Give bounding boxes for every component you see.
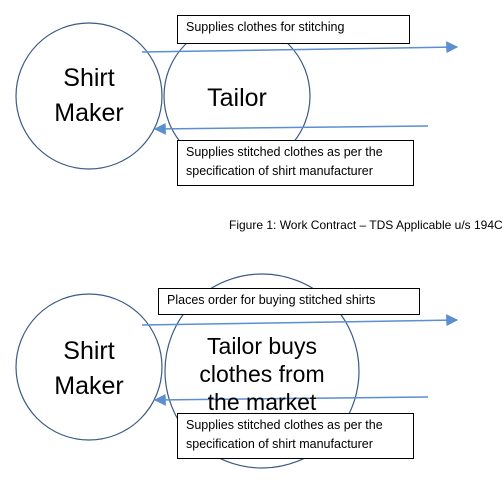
shirt-maker-label-1: Shirt Maker: [29, 61, 149, 131]
tailor-circle-2: [164, 273, 360, 469]
figure-caption: Figure 1: Work Contract – TDS Applicable…: [229, 218, 503, 232]
arrow-to-shirt-maker-1: [153, 122, 429, 135]
diagram-page: Shirt Maker Tailor Supplies clothes for …: [15, 15, 503, 469]
shirt-maker-circle-1: [15, 22, 163, 170]
arrow-to-tailor-2: [141, 314, 459, 327]
arrow-to-tailor-1: [141, 41, 459, 54]
bottom-box-2: Supplies stitched clothes as per the spe…: [177, 413, 414, 459]
shirt-maker-label-2: Shirt Maker: [29, 334, 149, 404]
top-box-2: Places order for buying stitched shirts: [158, 288, 420, 315]
tailor-line1: Tailor buys: [207, 333, 317, 359]
shirt-maker-line2: Maker: [54, 99, 124, 127]
tailor-line3: the market: [207, 389, 317, 415]
shirt-maker-line1: Shirt: [63, 64, 115, 92]
shirt-maker-line2: Maker: [54, 372, 124, 400]
tailor-line2: clothes from: [199, 361, 325, 387]
tailor-label-1: Tailor: [207, 84, 267, 112]
arrow-to-shirt-maker-2: [153, 393, 429, 406]
top-box-1: Supplies clothes for stitching: [177, 15, 410, 44]
shirt-maker-circle-2: [15, 293, 163, 441]
tailor-label-2: Tailor buys clothes from the market: [182, 332, 342, 416]
shirt-maker-line1: Shirt: [63, 337, 115, 365]
bottom-box-1: Supplies stitched clothes as per the spe…: [177, 140, 414, 186]
